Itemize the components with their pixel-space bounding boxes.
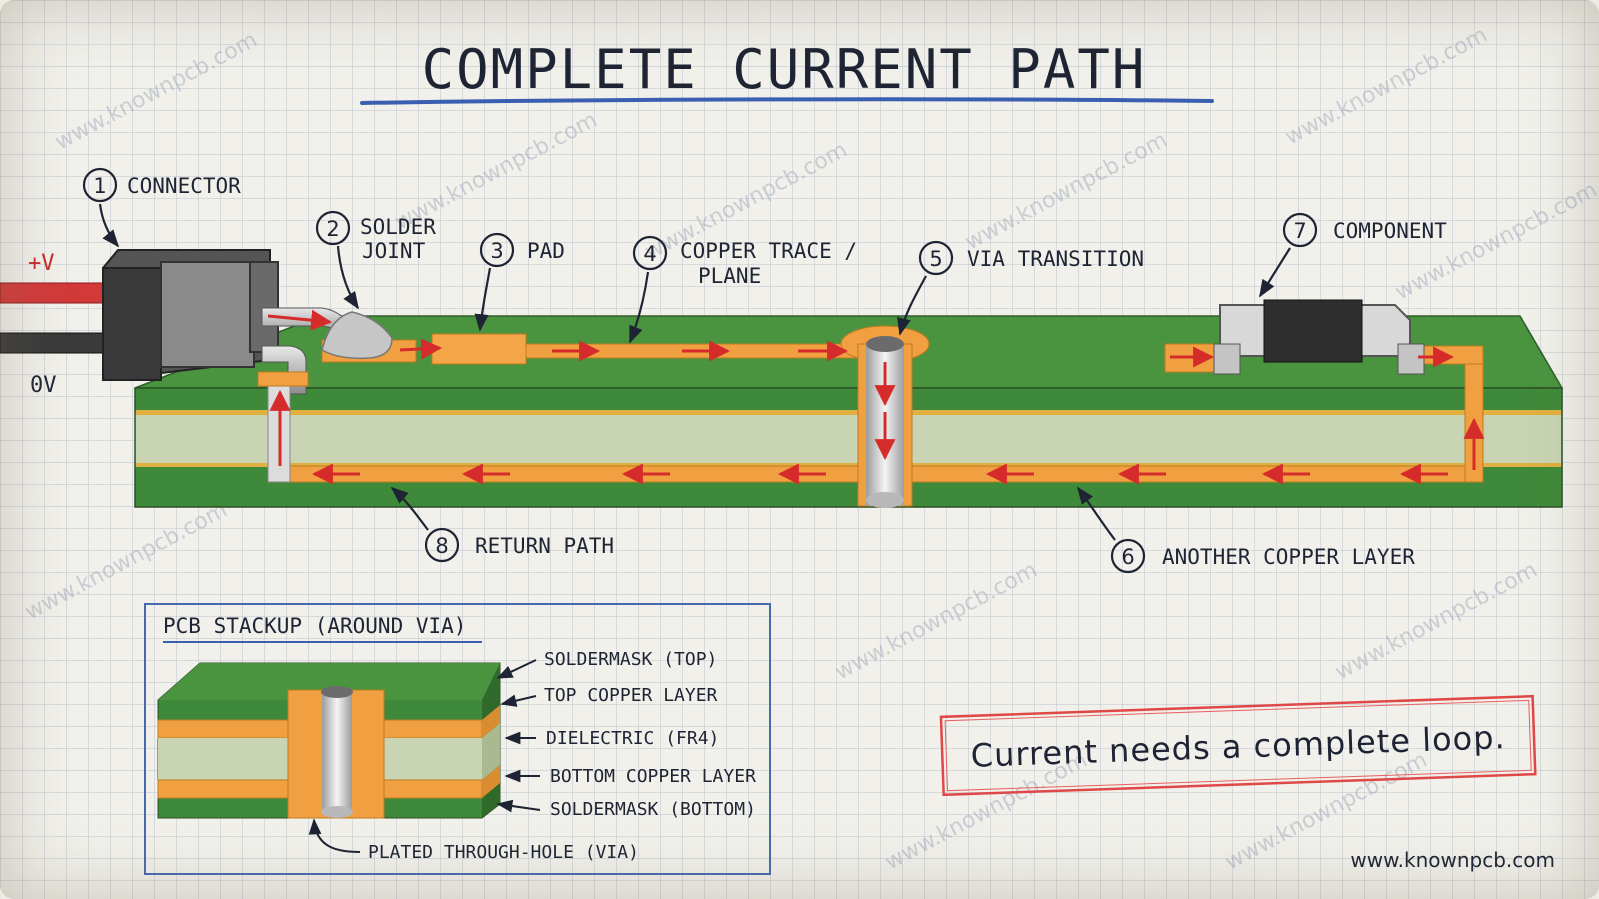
page-title: COMPLETE CURRENT PATH bbox=[422, 38, 1147, 101]
step-badge-1 bbox=[82, 167, 118, 203]
stackup-leaders bbox=[308, 659, 541, 853]
step-badge-8 bbox=[424, 527, 460, 563]
stackup-layer-dielectric: DIELECTRIC (FR4) bbox=[546, 728, 719, 749]
supply-positive-label: +V bbox=[28, 251, 55, 276]
wire-ground bbox=[0, 332, 111, 354]
stackup-panel: PCB STACKUP (AROUND VIA) bbox=[144, 603, 771, 875]
leader-line bbox=[390, 486, 429, 531]
board-inner-copper-line bbox=[135, 463, 1562, 467]
watermark-text: www.knownpcb.com bbox=[831, 558, 1041, 686]
watermark-text: www.knownpcb.com bbox=[51, 28, 261, 156]
step-number-1: 1 bbox=[93, 174, 106, 198]
stackup-layer-top-copper: TOP COPPER LAYER bbox=[544, 685, 718, 706]
watermark-text: www.knownpcb.com bbox=[961, 128, 1171, 256]
watermark-text: www.knownpcb.com bbox=[1281, 23, 1491, 151]
footer-url[interactable]: www.knownpcb.com bbox=[1350, 848, 1555, 872]
leader-line bbox=[628, 271, 650, 344]
step-badge-2 bbox=[315, 210, 351, 246]
wire-positive bbox=[0, 282, 111, 304]
step-label-component: COMPONENT bbox=[1333, 219, 1447, 243]
step-label-pad: PAD bbox=[527, 239, 565, 263]
supply-ground-label: 0V bbox=[30, 373, 57, 398]
current-arrow bbox=[399, 338, 443, 360]
step-callouts bbox=[82, 167, 1318, 574]
step-number-8: 8 bbox=[435, 534, 448, 558]
board-top-soldermask bbox=[135, 388, 1562, 412]
board-top-copper-line bbox=[135, 410, 1562, 415]
step-label-connector: CONNECTOR bbox=[127, 174, 241, 198]
step-badge-6 bbox=[1110, 538, 1146, 574]
stackup-via-label: PLATED THROUGH-HOLE (VIA) bbox=[368, 842, 639, 863]
step-label-return: RETURN PATH bbox=[475, 534, 614, 558]
step-badge-4 bbox=[632, 235, 668, 271]
leader-line bbox=[897, 275, 927, 336]
step-label-trace-line2: PLANE bbox=[698, 264, 761, 288]
step-label-another-copper: ANOTHER COPPER LAYER bbox=[1162, 545, 1415, 569]
step-number-6: 6 bbox=[1121, 545, 1134, 569]
stackup-frame bbox=[144, 603, 771, 875]
watermark-text: www.knownpcb.com bbox=[1331, 558, 1541, 686]
current-arrows bbox=[267, 309, 1485, 485]
step-badge-7 bbox=[1282, 212, 1318, 248]
current-arrow bbox=[267, 309, 333, 331]
step-label-trace-line1: COPPER TRACE / bbox=[680, 239, 857, 263]
component bbox=[1213, 299, 1425, 375]
leader-line bbox=[1076, 486, 1116, 541]
board-dielectric bbox=[135, 415, 1562, 465]
leader-line bbox=[336, 245, 359, 310]
step-badge-5 bbox=[918, 240, 954, 276]
stackup-layer-soldermask-top: SOLDERMASK (TOP) bbox=[544, 649, 717, 670]
leader-line bbox=[98, 203, 120, 248]
step-number-2: 2 bbox=[326, 217, 339, 241]
leader-line bbox=[1259, 247, 1291, 298]
step-number-4: 4 bbox=[643, 242, 656, 266]
step-badge-3 bbox=[479, 232, 515, 268]
step-number-3: 3 bbox=[490, 239, 503, 263]
step-number-5: 5 bbox=[929, 247, 942, 271]
title-underline bbox=[360, 97, 1214, 105]
leader-line bbox=[474, 267, 492, 332]
stackup-layer-soldermask-bottom: SOLDERMASK (BOTTOM) bbox=[550, 799, 756, 820]
stackup-title: PCB STACKUP (AROUND VIA) bbox=[163, 614, 466, 638]
stackup-layer-bottom-copper: BOTTOM COPPER LAYER bbox=[550, 766, 756, 787]
step-number-7: 7 bbox=[1293, 219, 1306, 243]
via bbox=[840, 325, 930, 508]
pad bbox=[431, 333, 527, 365]
step-label-solder-line2: JOINT bbox=[362, 239, 426, 263]
step-label-solder-line1: SOLDER bbox=[360, 215, 436, 239]
solder-joint-blob bbox=[321, 311, 393, 360]
step-label-via: VIA TRANSITION bbox=[967, 247, 1144, 271]
watermark-text: www.knownpcb.com bbox=[21, 498, 231, 626]
